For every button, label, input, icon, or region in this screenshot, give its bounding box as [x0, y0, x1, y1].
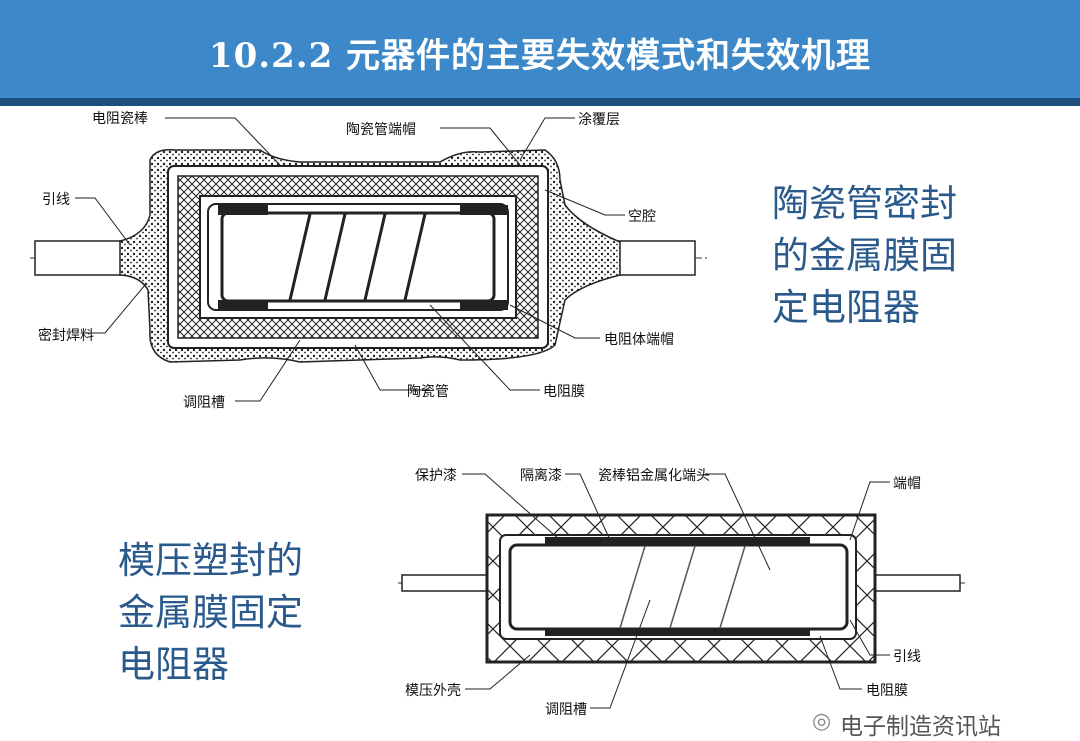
label-mold-shell: 模压外壳: [405, 683, 461, 699]
label-end-cap: 端帽: [893, 476, 921, 492]
caption-line: 金属膜固定: [118, 591, 303, 634]
caption-molded: 模压塑封的 金属膜固定 电阻器: [118, 535, 303, 691]
slide-header: [0, 0, 1080, 98]
header-divider: [0, 98, 1080, 106]
label-lead: 引线: [893, 649, 921, 665]
label-trim-groove: 调阻槽: [183, 395, 225, 411]
caption-line: 陶瓷管密封: [772, 182, 957, 225]
caption-line: 电阻器: [118, 643, 229, 686]
caption-ceramic-sealed: 陶瓷管密封 的金属膜固 定电阻器: [772, 178, 957, 334]
label-cavity: 空腔: [628, 209, 656, 225]
label-resistor-rod: 电阻瓷棒: [92, 111, 148, 127]
label-body-end-cap: 电阻体端帽: [604, 332, 674, 348]
wechat-icon: ◎: [812, 709, 832, 734]
slide-title: 10.2.2 元器件的主要失效模式和失效机理: [208, 36, 872, 76]
label-resistor-film-bottom: 电阻膜: [866, 683, 908, 699]
label-coating: 涂覆层: [578, 112, 620, 128]
caption-line: 定电阻器: [772, 286, 920, 329]
molded-resistor-diagram: [398, 473, 965, 709]
caption-line: 的金属膜固: [772, 234, 957, 277]
label-al-metallized-end: 瓷棒铝金属化端头: [598, 468, 710, 484]
watermark: 电子制造资讯站: [840, 714, 1001, 740]
label-seal-solder: 密封焊料: [38, 328, 94, 344]
label-resistor-film: 电阻膜: [543, 384, 585, 400]
label-isolation-paint: 隔离漆: [520, 468, 562, 484]
label-protective-paint: 保护漆: [415, 468, 457, 484]
label-trim-groove: 调阻槽: [545, 702, 587, 718]
caption-line: 模压塑封的: [118, 539, 303, 582]
ceramic-sealed-resistor-diagram: [30, 117, 710, 402]
label-lead: 引线: [42, 192, 70, 208]
label-tube-end-cap: 陶瓷管端帽: [346, 122, 416, 138]
label-ceramic-tube: 陶瓷管: [407, 384, 449, 400]
